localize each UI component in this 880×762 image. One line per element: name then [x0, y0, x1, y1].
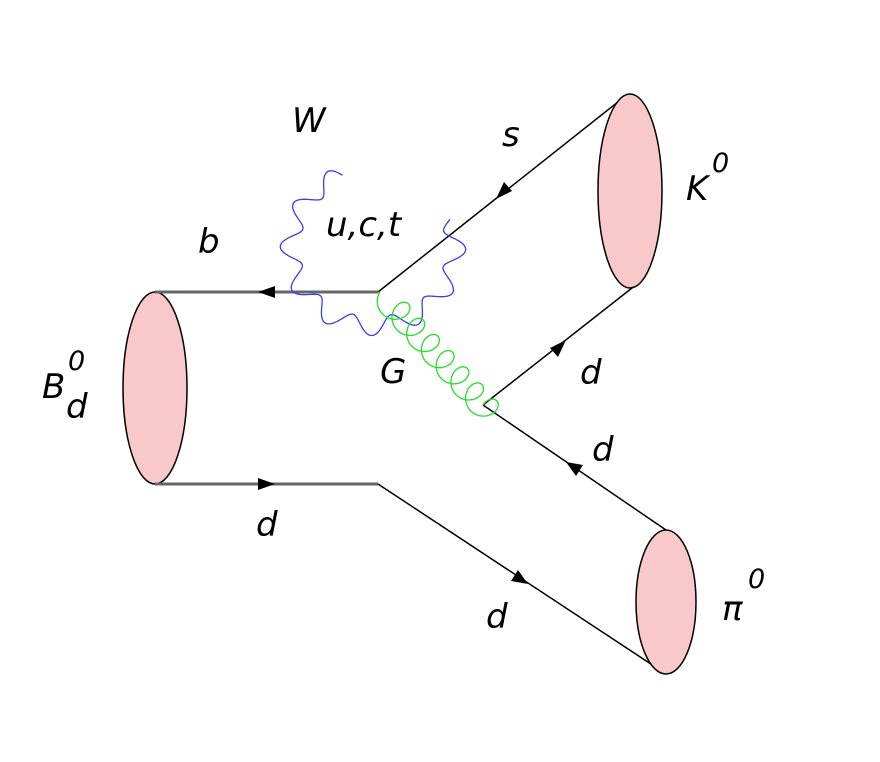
b-meson-sub-label: d	[66, 387, 88, 427]
b-meson-ellipse	[122, 291, 188, 485]
b-meson-base-label: B	[42, 367, 66, 407]
d-bottom-left-label: d	[256, 505, 278, 545]
w-boson-wave	[279, 170, 467, 337]
d-bottom-right-label: d	[486, 597, 508, 637]
gluon-label: G	[380, 352, 407, 392]
pion-ellipse	[635, 529, 697, 675]
w-boson-label: W	[292, 101, 326, 141]
b-quark-label: b	[198, 222, 220, 262]
kaon-base-label: K	[686, 169, 709, 209]
d-pion-arrow	[566, 462, 583, 476]
d-kaon-label: d	[580, 353, 602, 393]
b-quark-arrow	[258, 286, 275, 298]
pion-sup-label: 0	[748, 564, 766, 595]
pion-base-label: π	[722, 589, 743, 629]
d-spectator-arrow-left	[258, 478, 275, 490]
d-pion-upper-label: d	[592, 430, 614, 470]
kaon-sup-label: 0	[712, 148, 730, 179]
d-kaon-arrow	[550, 340, 566, 357]
b-meson-sup-label: 0	[68, 346, 86, 377]
loop-quarks-label: u,c,t	[326, 205, 402, 245]
kaon-ellipse	[597, 93, 663, 289]
s-quark-label: s	[502, 115, 520, 155]
s-quark-arrow	[496, 182, 512, 199]
d-spectator-arrow-right	[511, 570, 528, 584]
gluon-coil	[376, 291, 499, 417]
